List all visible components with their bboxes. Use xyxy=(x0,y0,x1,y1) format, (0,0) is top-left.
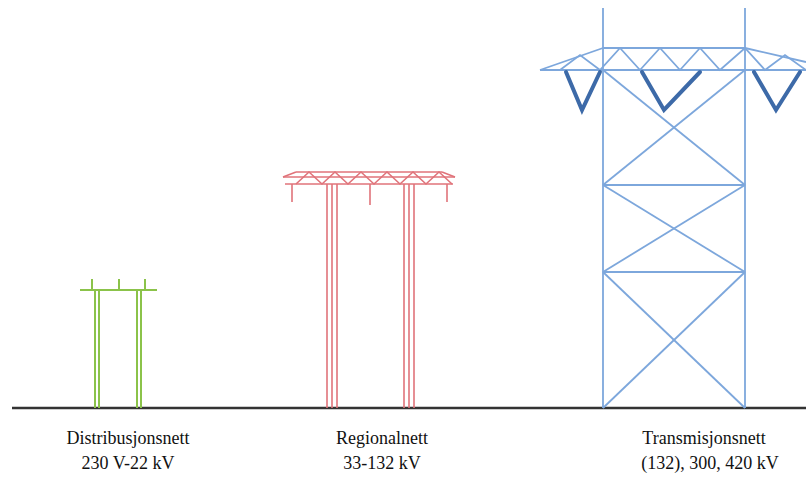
voltage-label: 33-132 kV xyxy=(343,453,421,475)
voltage-label: Transmisjonsnett xyxy=(642,428,765,450)
voltage-label: 230 V-22 kV xyxy=(81,453,174,475)
voltage-label: (132), 300, 420 kV xyxy=(641,453,779,475)
regional-tower xyxy=(283,172,455,408)
insulator-v xyxy=(566,72,800,110)
transmission-tower xyxy=(540,8,806,408)
voltage-label: Regionalnett xyxy=(336,428,428,450)
voltage-label: Distribusjonsnett xyxy=(66,428,189,450)
distribution-pole xyxy=(80,279,157,408)
